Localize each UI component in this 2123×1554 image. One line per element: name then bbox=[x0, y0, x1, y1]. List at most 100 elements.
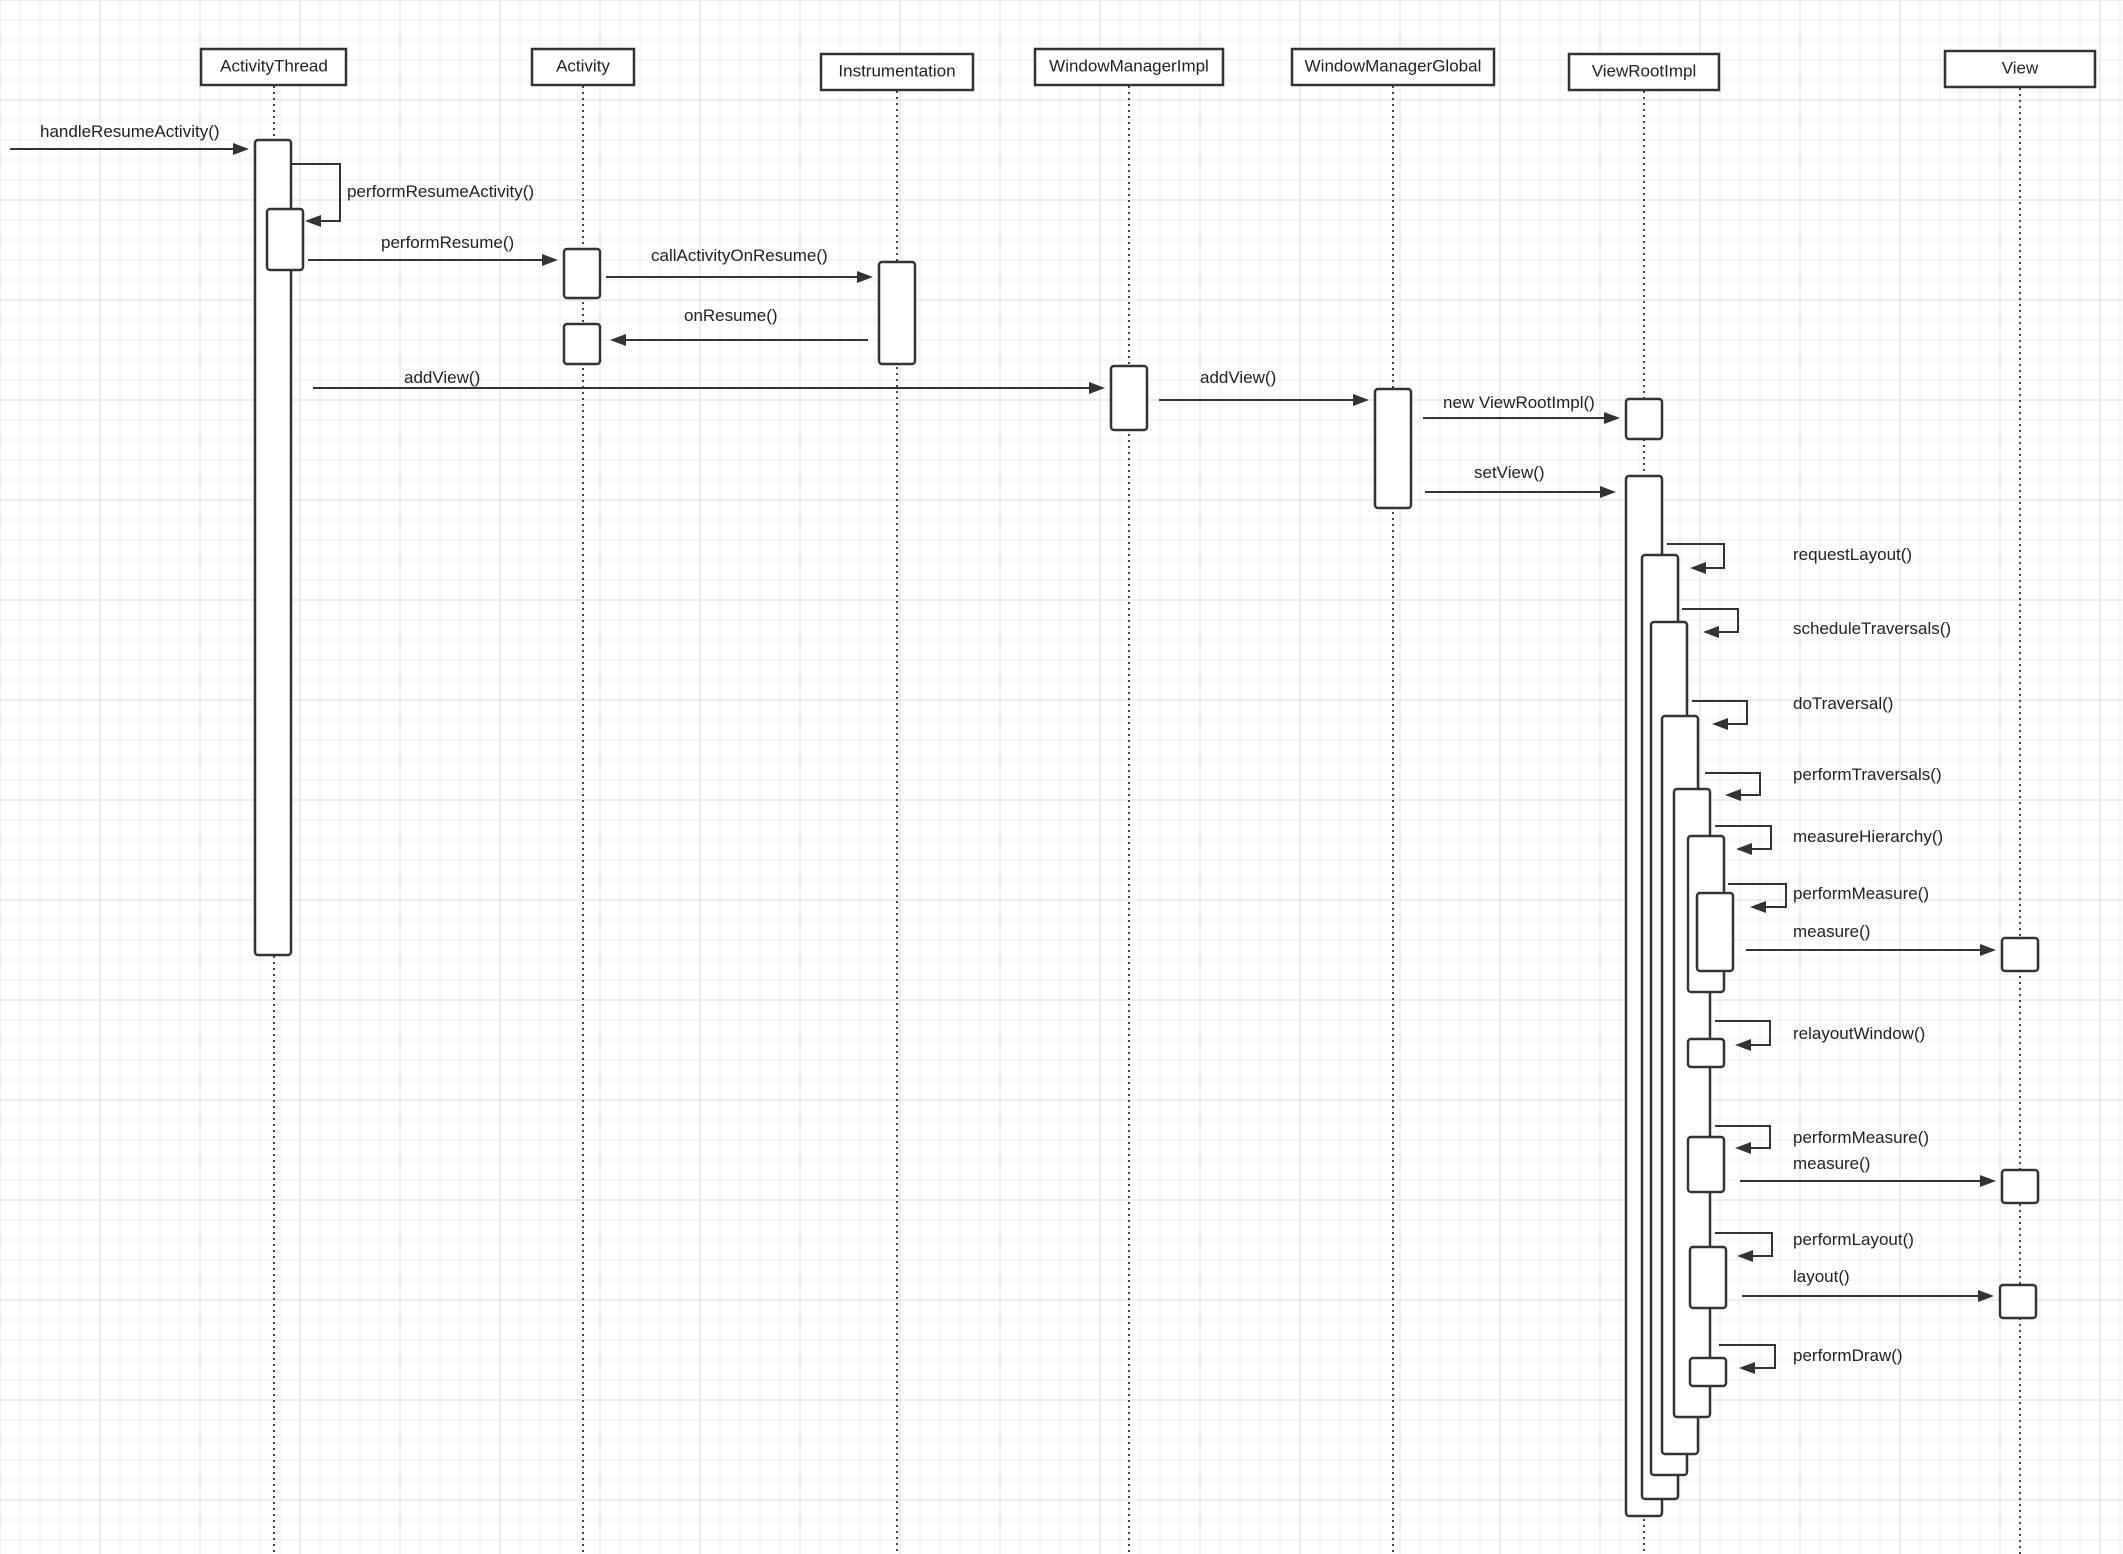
participant-activitythread: ActivityThread bbox=[199, 47, 348, 87]
message-performtraversals: performTraversals() bbox=[1705, 765, 1942, 801]
message-relayoutwindow: relayoutWindow() bbox=[1715, 1020, 1925, 1051]
message-label: scheduleTraversals() bbox=[1793, 619, 1951, 638]
message-label: layout() bbox=[1793, 1267, 1850, 1286]
participant-label-activity: Activity bbox=[556, 56, 610, 75]
message-measure1: measure() bbox=[1746, 922, 1996, 956]
participant-label-viewrootimpl: ViewRootImpl bbox=[1592, 61, 1697, 80]
message-scheduletraversals: scheduleTraversals() bbox=[1682, 608, 1951, 638]
message-label: performTraversals() bbox=[1793, 765, 1942, 784]
activation-view-measure2 bbox=[2000, 1168, 2040, 1205]
message-dotraversal: doTraversal() bbox=[1692, 694, 1893, 730]
activation-windowmanagerglobal bbox=[1373, 387, 1413, 510]
participant-activity: Activity bbox=[530, 47, 636, 87]
arrowhead bbox=[857, 271, 873, 283]
arrowhead bbox=[542, 254, 558, 266]
message-setview: setView() bbox=[1425, 463, 1616, 498]
activation-activitythread-main bbox=[253, 138, 293, 957]
activation-windowmanagerimpl bbox=[1109, 364, 1149, 432]
message-onresume: onResume() bbox=[610, 306, 868, 346]
arrowhead bbox=[1739, 1362, 1755, 1374]
participant-label-windowmanagerimpl: WindowManagerImpl bbox=[1049, 56, 1209, 75]
arrowhead bbox=[1703, 626, 1719, 638]
arrowhead bbox=[1089, 382, 1105, 394]
participant-label-activitythread: ActivityThread bbox=[220, 56, 328, 75]
message-label: performMeasure() bbox=[1793, 1128, 1929, 1147]
self-message-line bbox=[291, 163, 341, 222]
participant-windowmanagerglobal: WindowManagerGlobal bbox=[1290, 47, 1496, 87]
message-layout: layout() bbox=[1742, 1267, 1994, 1302]
activation-viewrootimpl-performlayout bbox=[1688, 1245, 1728, 1310]
message-label: setView() bbox=[1474, 463, 1545, 482]
arrowhead bbox=[1600, 486, 1616, 498]
arrowhead bbox=[1750, 901, 1766, 913]
participant-view: View bbox=[1943, 49, 2097, 89]
message-label: addView() bbox=[404, 368, 480, 387]
activation-view-layout bbox=[1998, 1283, 2038, 1320]
message-label: performMeasure() bbox=[1793, 884, 1929, 903]
message-label: onResume() bbox=[684, 306, 778, 325]
message-addview1: addView() bbox=[313, 368, 1105, 394]
activation-viewrootimpl-performmeasure2 bbox=[1686, 1135, 1726, 1194]
arrowhead bbox=[1980, 944, 1996, 956]
self-message-line bbox=[1715, 1020, 1771, 1046]
arrowhead bbox=[305, 215, 321, 227]
activation-viewrootimpl-new bbox=[1624, 397, 1664, 441]
participant-viewrootimpl: ViewRootImpl bbox=[1567, 52, 1721, 92]
message-performmeasure2: performMeasure() bbox=[1715, 1125, 1929, 1154]
participant-headers: ActivityThread Activity Instrumentation … bbox=[199, 47, 2097, 92]
message-label: handleResumeActivity() bbox=[40, 122, 220, 141]
message-measurehierarchy: measureHierarchy() bbox=[1715, 825, 1943, 855]
message-label: callActivityOnResume() bbox=[651, 246, 828, 265]
message-callactivityonresume: callActivityOnResume() bbox=[606, 246, 873, 283]
arrowhead bbox=[1737, 1250, 1753, 1262]
arrowhead bbox=[1735, 1039, 1751, 1051]
activation-viewrootimpl-relayoutwindow bbox=[1686, 1037, 1726, 1069]
self-message-line bbox=[1667, 543, 1725, 569]
message-requestlayout: requestLayout() bbox=[1667, 543, 1912, 574]
activation-activitythread-performresumeactivity bbox=[265, 207, 305, 272]
self-message-line bbox=[1728, 883, 1787, 908]
message-label: measure() bbox=[1793, 922, 1870, 941]
self-message-line bbox=[1682, 608, 1739, 633]
self-message-line bbox=[1715, 1232, 1773, 1257]
arrowhead bbox=[1980, 1175, 1996, 1187]
message-label: performDraw() bbox=[1793, 1346, 1903, 1365]
arrowhead bbox=[610, 334, 626, 346]
arrowhead bbox=[1725, 789, 1741, 801]
message-performmeasure1: performMeasure() bbox=[1728, 883, 1929, 913]
message-label: addView() bbox=[1200, 368, 1276, 387]
activation-view-measure1 bbox=[2000, 936, 2040, 973]
arrowhead bbox=[1735, 1142, 1751, 1154]
arrowhead bbox=[1353, 394, 1369, 406]
self-message-line bbox=[1705, 772, 1761, 796]
message-label: measure() bbox=[1793, 1154, 1870, 1173]
message-measure2: measure() bbox=[1740, 1154, 1996, 1187]
participant-label-view: View bbox=[2002, 58, 2039, 77]
messages: handleResumeActivity() performResumeActiv… bbox=[10, 122, 1996, 1374]
participant-instrumentation: Instrumentation bbox=[819, 52, 975, 92]
message-label: performResume() bbox=[381, 233, 514, 252]
arrowhead bbox=[1604, 412, 1620, 424]
message-label: performLayout() bbox=[1793, 1230, 1914, 1249]
message-performresumeactivity: performResumeActivity() bbox=[291, 163, 534, 227]
activation-viewrootimpl-performmeasure1 bbox=[1695, 891, 1735, 973]
participant-windowmanagerimpl: WindowManagerImpl bbox=[1033, 47, 1225, 87]
arrowhead bbox=[1978, 1290, 1994, 1302]
message-label: requestLayout() bbox=[1793, 545, 1912, 564]
message-performdraw: performDraw() bbox=[1719, 1344, 1903, 1374]
message-newviewrootimpl: new ViewRootImpl() bbox=[1423, 393, 1620, 424]
arrowhead bbox=[1712, 718, 1728, 730]
activation-instrumentation bbox=[877, 260, 917, 366]
arrowhead bbox=[233, 143, 249, 155]
activation-bars bbox=[253, 138, 2040, 1518]
message-label: performResumeActivity() bbox=[347, 182, 534, 201]
message-performlayout: performLayout() bbox=[1715, 1230, 1914, 1262]
arrowhead bbox=[1736, 843, 1752, 855]
self-message-line bbox=[1692, 700, 1748, 725]
message-handleresume: handleResumeActivity() bbox=[10, 122, 249, 155]
message-label: relayoutWindow() bbox=[1793, 1024, 1925, 1043]
activation-viewrootimpl-performdraw bbox=[1688, 1356, 1728, 1388]
participant-label-instrumentation: Instrumentation bbox=[838, 61, 955, 80]
